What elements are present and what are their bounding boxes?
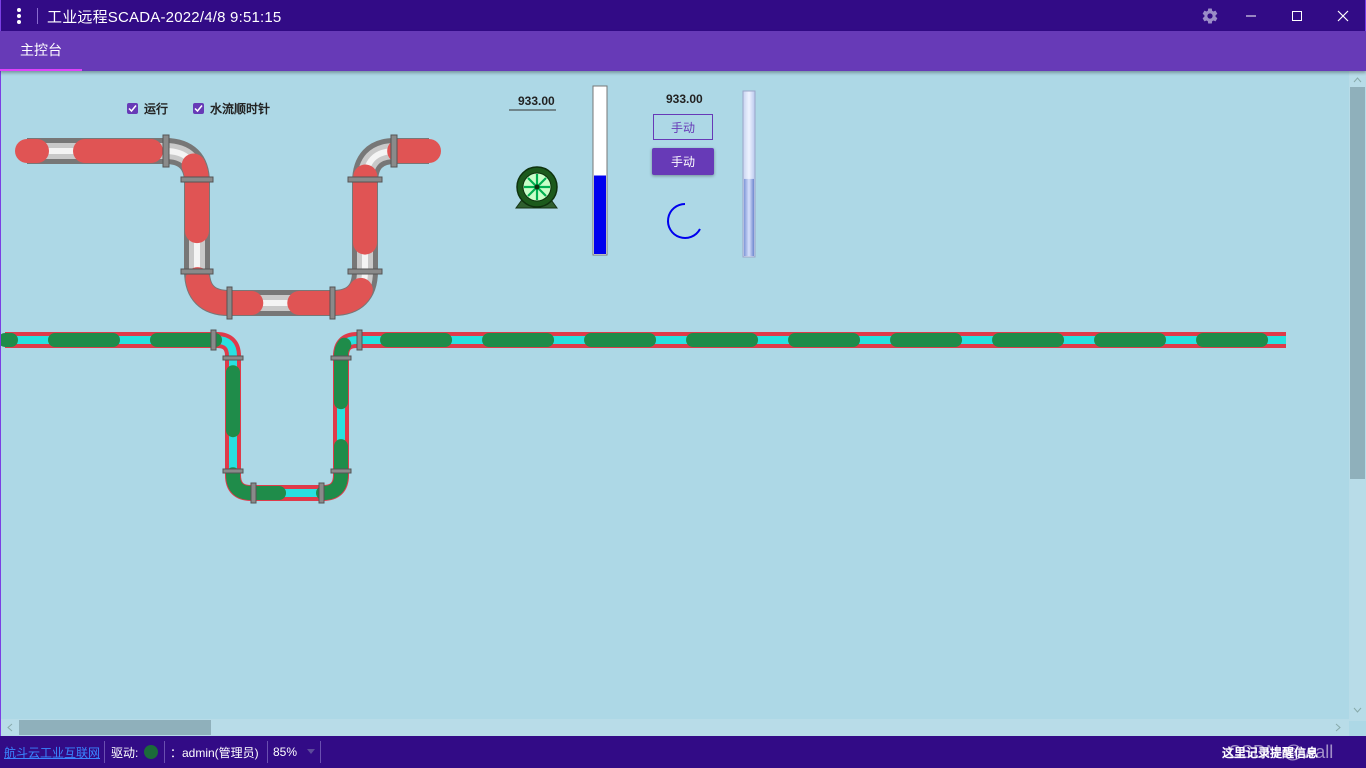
value-readout-left: 933.00 — [518, 94, 555, 108]
lower-pipe — [1, 329, 1293, 504]
lower-flow — [1, 333, 1293, 500]
window-title: 工业远程SCADA-2022/4/8 9:51:15 — [47, 9, 282, 26]
notification-text: 这里记录提醒信息 — [1222, 745, 1319, 760]
tab-bar: 主控台 — [0, 31, 1366, 71]
status-bar: 航斗云工业互联网 驱动: ：admin(管理员) 85% 这里记录提醒信息 CS… — [0, 736, 1366, 768]
checkbox-checked-icon — [193, 103, 204, 114]
maximize-button[interactable] — [1274, 0, 1320, 31]
tank-left — [592, 85, 608, 256]
minimize-icon — [1246, 15, 1256, 16]
chevron-down-icon — [307, 749, 315, 754]
manual-filled-button[interactable]: 手动 — [652, 148, 714, 175]
tab-indicator — [0, 69, 82, 71]
tank-right — [742, 90, 756, 258]
maximize-icon — [1292, 10, 1302, 21]
horizontal-scroll-thumb[interactable] — [19, 720, 211, 735]
run-checkbox-label: 运行 — [144, 102, 169, 116]
value-readout-right: 933.00 — [666, 92, 703, 106]
upper-pipe — [15, 134, 441, 320]
title-bar: 工业远程SCADA-2022/4/8 9:51:15 — [0, 0, 1366, 31]
minimize-button[interactable] — [1228, 0, 1274, 31]
title-divider — [37, 8, 38, 24]
tab-label: 主控台 — [20, 42, 62, 58]
watermark: CSDN @wall — [1228, 741, 1334, 762]
driver-label: 驱动: — [111, 745, 139, 760]
clockwise-checkbox-label: 水流顺时针 — [210, 102, 271, 116]
current-user: ：admin(管理员) — [170, 745, 259, 760]
manual-outline-button[interactable]: 手动 — [653, 114, 713, 140]
checkbox-checked-icon — [127, 103, 138, 114]
clockwise-checkbox[interactable]: 水流顺时针 — [193, 100, 270, 117]
pipe-diagram — [1, 85, 1293, 504]
status-divider — [164, 741, 165, 763]
progress-ring — [667, 203, 701, 239]
gear-icon — [1202, 8, 1218, 24]
status-divider — [267, 741, 268, 763]
vertical-scrollbar[interactable] — [1349, 71, 1366, 721]
close-icon — [1337, 10, 1349, 21]
pump-fan-icon — [515, 166, 558, 209]
scroll-left-icon[interactable] — [3, 719, 17, 736]
more-vert-icon[interactable] — [13, 6, 25, 26]
company-link[interactable]: 航斗云工业互联网 — [4, 745, 101, 760]
status-divider — [104, 741, 105, 763]
close-button[interactable] — [1320, 0, 1366, 31]
horizontal-scrollbar[interactable] — [1, 719, 1349, 736]
status-divider — [320, 741, 321, 763]
scada-canvas: 运行 水流顺时针 933.00 933.00 手动 手动 — [0, 71, 1366, 736]
zoom-select[interactable]: 85% — [273, 736, 315, 768]
scroll-right-icon[interactable] — [1331, 719, 1345, 736]
upper-flow — [15, 139, 441, 315]
tab-main-console[interactable]: 主控台 — [0, 31, 82, 71]
scroll-up-icon[interactable] — [1349, 73, 1366, 87]
upper-flanges — [162, 134, 398, 320]
run-checkbox[interactable]: 运行 — [127, 100, 168, 117]
vertical-scroll-thumb[interactable] — [1350, 87, 1365, 479]
driver-status-indicator — [144, 736, 158, 768]
settings-button[interactable] — [1187, 0, 1233, 31]
scroll-down-icon[interactable] — [1349, 703, 1366, 717]
lower-flanges — [210, 329, 363, 504]
zoom-value: 85% — [273, 745, 298, 759]
